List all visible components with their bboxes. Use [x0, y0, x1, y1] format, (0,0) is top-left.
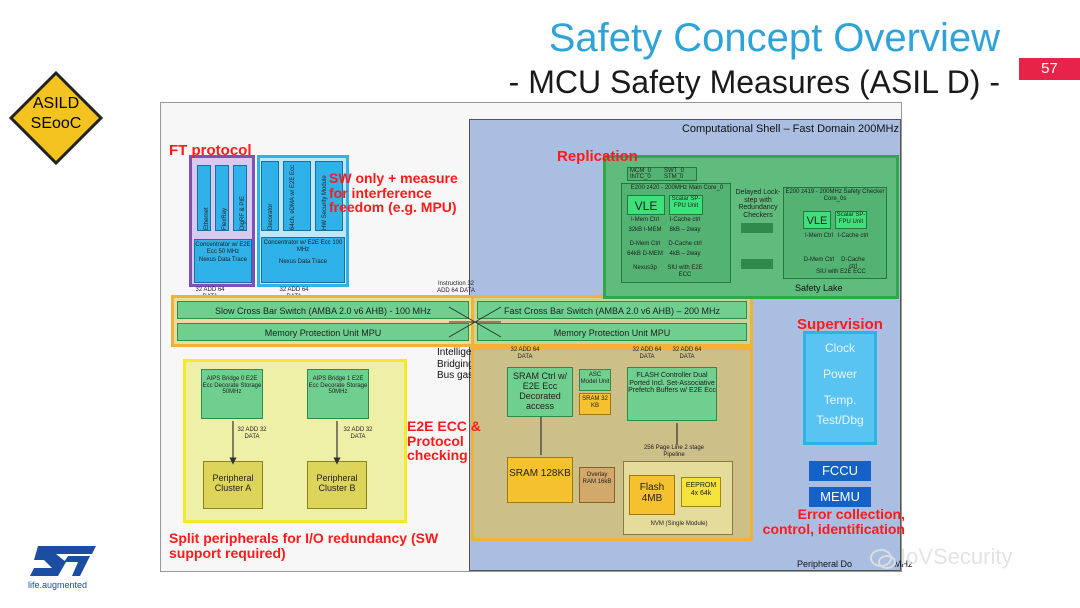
badge-line2: SEooC	[30, 115, 82, 132]
ft-module-ethernet: Ethernet	[197, 165, 211, 231]
concentrator-right: Concentrator w/ E2E Ecc 100 MHz	[263, 240, 343, 253]
slow-xbar-label: Slow Cross Bar Switch (AMBA 2.0 v6 AHB) …	[214, 306, 432, 316]
error-collection-label: Error collection, control, identificatio…	[762, 506, 905, 537]
core1-cell: I-Cache ctrl	[837, 233, 869, 239]
logo-tagline: life.augmented	[28, 580, 88, 590]
eeprom: EEPROM 4x 64k	[681, 477, 721, 507]
nexus-right: Nexus Data Trace	[278, 259, 328, 266]
supervision-testdbg: Test/Dbg	[816, 413, 864, 427]
core1-vle: VLE	[803, 211, 831, 229]
core1-cell: D-Mem Ctrl	[803, 257, 835, 263]
concentrator-left: Concentrator w/ E2E Ecc 50 MHz	[195, 242, 251, 255]
sw-module-decorator: Decorator	[261, 161, 279, 231]
fast-xbar-label: Fast Cross Bar Switch (AMBA 2.0 v6 AHB) …	[503, 306, 721, 316]
core1-title: E200 z419 - 200MHz Safety Checker Core_0…	[785, 189, 885, 202]
badge-line1: ASILD	[32, 95, 80, 112]
nvm-label: NVM (Single Module)	[650, 521, 708, 527]
core1-cell: SIU with E2E ECC	[816, 269, 866, 275]
st-logo: life.augmented	[28, 544, 108, 594]
asil-badge-diamond-icon	[8, 70, 104, 166]
core0-top: MCM_0 SWT_0 INTC_0 STM_0	[627, 167, 697, 181]
addr-label: 32 ADD 32 DATA	[343, 427, 373, 440]
sram-small: SRAM 32 KB	[579, 393, 611, 415]
aips-bridge-0: AIPS Bridge 0 E2E Ecc Decorate Storage 5…	[201, 369, 263, 419]
peripheral-cluster-a: Peripheral Cluster A	[203, 461, 263, 509]
overlay-ram: Overlay RAM 16kB	[579, 467, 615, 503]
core1-cell: D-Cache ctrl	[841, 257, 865, 270]
supervision-panel	[803, 331, 877, 445]
xbar-crossing-arrows-icon	[448, 306, 502, 338]
core1-cell: I-Mem Ctrl	[805, 233, 833, 239]
computational-shell-label: Computational Shell – Fast Domain 200MHz	[681, 123, 899, 135]
ft-module-digrf: DigRF & PIE	[233, 165, 247, 231]
memory-arrows-icon	[540, 417, 678, 455]
ft-protocol-inner: Concentrator w/ E2E Ecc 50 MHz Nexus Dat…	[194, 239, 252, 283]
addr-label: 32 ADD 32 DATA	[237, 427, 267, 440]
watermark-text: IoVSecurity	[900, 544, 1013, 569]
fast-xbar: Fast Cross Bar Switch (AMBA 2.0 v6 AHB) …	[477, 301, 747, 319]
core0-fpu: Scalar SP-FPU Unit	[669, 195, 703, 215]
lockstep-blocks	[741, 223, 773, 233]
core0-title: E200 z420 - 200MHz Main Core_0	[630, 185, 724, 191]
flash-controller: FLASH Controller Dual Ported Incl. Set-A…	[627, 367, 717, 421]
slow-mpu-label: Memory Protection Unit MPU	[264, 328, 382, 338]
aips-bridge-1: AIPS Bridge 1 E2E Ecc Decorate Storage 5…	[307, 369, 369, 419]
supervision-label: Supervision	[797, 316, 883, 333]
st-logo-icon	[30, 546, 96, 576]
flash-memory: Flash 4MB	[629, 475, 675, 515]
addr-label: 32 ADD 64 DATA	[510, 347, 540, 360]
watermark: IoVSecurity	[870, 544, 1060, 574]
sw-module-edma: 64ch. eDMA w/ E2E Ecc	[283, 161, 311, 231]
page-line-label: 256 Page Line 2 stage Pipeline	[643, 445, 705, 458]
replication-label: Replication	[557, 148, 638, 165]
sram-ctrl: SRAM Ctrl w/ E2E Ecc Decorated access	[507, 367, 573, 417]
core0-cells: I-Mem Ctrl I-Cache ctrl 32kB I-MEM 8kB –…	[627, 217, 703, 278]
peripheral-domain-suffix: MHz	[894, 559, 913, 569]
core0-vle: VLE	[627, 195, 665, 215]
diagram-panel: Computational Shell – Fast Domain 200MHz…	[160, 102, 913, 572]
wechat-icon	[870, 549, 896, 569]
safety-lake-label: Safety Lake	[795, 283, 843, 293]
split-peripherals-label: Split peripherals for I/O redundancy (SW…	[169, 530, 439, 561]
slide-subtitle: - MCU Safety Measures (ASIL D) -	[508, 64, 1000, 100]
e2e-label: E2E ECC & Protocol checking	[407, 418, 481, 464]
asil-badge: ASILD SEooC	[8, 70, 104, 166]
page-number: 57	[1019, 58, 1080, 80]
fast-mpu: Memory Protection Unit MPU	[477, 323, 747, 341]
supervision-temp: Temp.	[823, 393, 857, 407]
fccu-box: FCCU	[809, 461, 871, 481]
core1-fpu: Scalar SP-FPU Unit	[835, 211, 867, 229]
core1-box	[783, 187, 887, 279]
lockstep-blocks-2	[741, 259, 773, 269]
slow-mpu: Memory Protection Unit MPU	[177, 323, 469, 341]
sw-concentrator: Concentrator w/ E2E Ecc 100 MHz Nexus Da…	[261, 237, 345, 283]
fast-mpu-label: Memory Protection Unit MPU	[553, 328, 671, 338]
memu-box: MEMU	[809, 487, 871, 507]
ft-protocol-label: FT protocol	[169, 142, 252, 159]
supervision-clock: Clock	[824, 341, 855, 355]
peripheral-cluster-b: Peripheral Cluster B	[307, 461, 367, 509]
peripheral-domain-label: Peripheral Do	[797, 559, 853, 569]
addr-label: 32 ADD 64 DATA	[672, 347, 702, 360]
slow-xbar: Slow Cross Bar Switch (AMBA 2.0 v6 AHB) …	[177, 301, 469, 319]
supervision-power: Power	[822, 367, 857, 381]
ft-module-flexray: FlexRay	[215, 165, 229, 231]
peripheral-arrows-icon	[229, 421, 341, 465]
asc-module: ASC Model Unit	[579, 369, 611, 391]
nexus-left: Nexus Data Trace	[198, 257, 248, 264]
slide-title: Safety Concept Overview	[548, 16, 1000, 60]
intelligent-bridging-label: Intelligent Bridging Bus gasket	[437, 347, 487, 381]
addr-label: Instruction 32 ADD 64 DATA	[437, 281, 475, 294]
delayed-lockstep-label: Delayed Lock-step with Redundancy Checke…	[735, 189, 781, 220]
sram-big: SRAM 128KB	[507, 457, 573, 503]
addr-label: 32 ADD 64 DATA	[632, 347, 662, 360]
sw-only-label: SW only + measure for interference freed…	[329, 170, 458, 216]
